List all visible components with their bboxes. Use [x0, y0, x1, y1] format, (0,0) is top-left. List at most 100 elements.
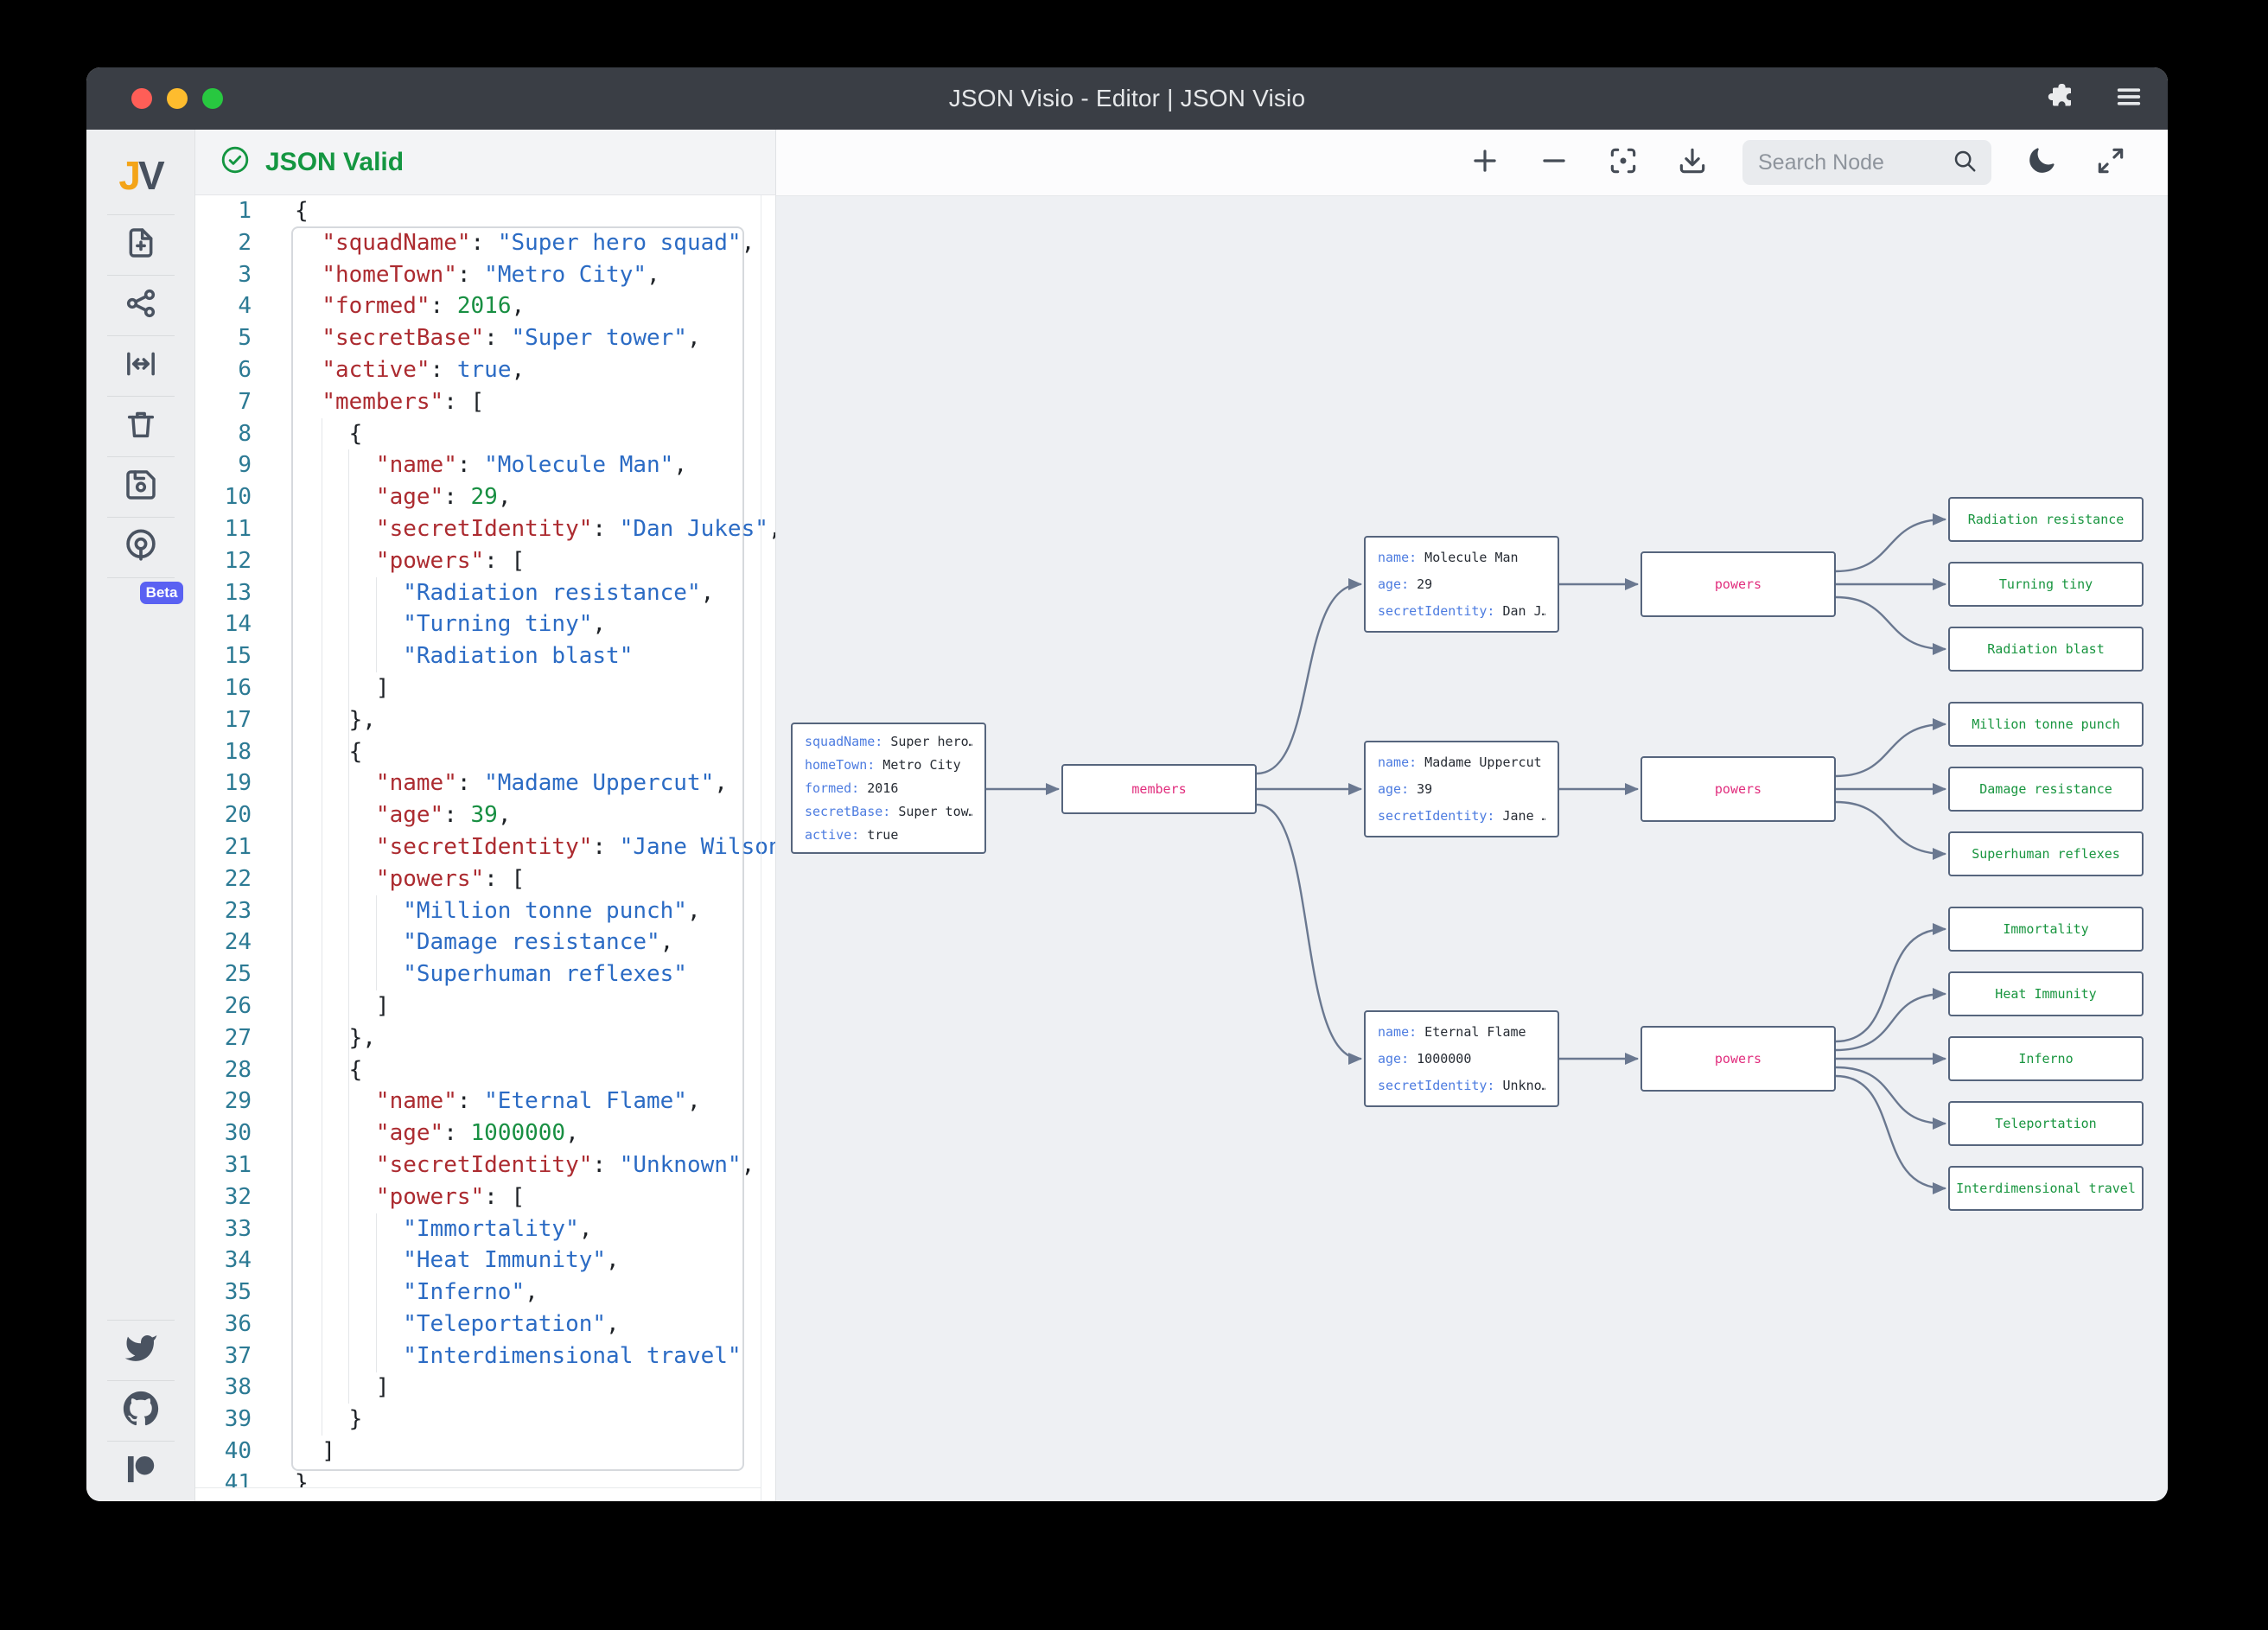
- power-leaf-node[interactable]: Heat Immunity: [1948, 971, 2144, 1016]
- save-icon: [124, 468, 158, 506]
- search-node-box: [1742, 140, 1991, 185]
- download-image-button[interactable]: [1673, 143, 1711, 181]
- code-line: }: [295, 1406, 363, 1433]
- code-line: "Turning tiny",: [403, 611, 607, 638]
- powers-node[interactable]: powers: [1640, 1026, 1836, 1092]
- code-line: "secretIdentity": "Dan Jukes",: [375, 515, 775, 542]
- save-button[interactable]: [86, 457, 194, 517]
- patreon-icon: [124, 1453, 157, 1490]
- code-line: {: [295, 1056, 363, 1083]
- power-leaf-node[interactable]: Immortality: [1948, 907, 2144, 952]
- canvas-toolbar: [776, 130, 2168, 196]
- divider: [106, 456, 175, 457]
- github-link[interactable]: [86, 1381, 194, 1441]
- extension-icon[interactable]: [2045, 81, 2076, 117]
- graph-canvas[interactable]: squadName: Super hero…homeTown: Metro Ci…: [776, 196, 2168, 1501]
- code-line: "Damage resistance",: [403, 929, 674, 956]
- code-line: "name": "Eternal Flame",: [375, 1088, 701, 1115]
- traffic-lights: [131, 67, 223, 130]
- code-line: "homeTown": "Metro City",: [322, 261, 660, 288]
- code-line: "Radiation blast": [403, 643, 634, 670]
- power-leaf-node[interactable]: Teleportation: [1948, 1101, 2144, 1146]
- code-line: "Inferno",: [403, 1279, 538, 1306]
- code-line: "Interdimensional travel": [403, 1342, 742, 1369]
- download-icon: [1676, 144, 1709, 181]
- graph-view-button[interactable]: [86, 276, 194, 335]
- widget-beta-button[interactable]: [86, 518, 194, 577]
- power-leaf-node[interactable]: Damage resistance: [1948, 767, 2144, 812]
- patreon-link[interactable]: [86, 1442, 194, 1501]
- code-line: "secretBase": "Super tower",: [322, 325, 701, 352]
- zoom-window-button[interactable]: [202, 88, 223, 109]
- close-window-button[interactable]: [131, 88, 152, 109]
- code-line: "Heat Immunity",: [403, 1247, 620, 1274]
- code-line: "members": [: [322, 388, 485, 415]
- editor-hscrollbar[interactable]: [195, 1487, 761, 1501]
- code-line: "Superhuman reflexes": [403, 961, 687, 988]
- canvas-panel: squadName: Super hero…homeTown: Metro Ci…: [776, 130, 2168, 1501]
- center-focus-button[interactable]: [1604, 143, 1642, 181]
- trash-icon: [124, 407, 158, 446]
- center-focus-icon: [1607, 144, 1640, 181]
- dark-mode-button[interactable]: [2023, 143, 2061, 181]
- power-leaf-node[interactable]: Interdimensional travel: [1948, 1166, 2144, 1211]
- powers-node[interactable]: powers: [1640, 756, 1836, 822]
- app-logo[interactable]: JV: [118, 153, 164, 198]
- fit-width-button[interactable]: [86, 336, 194, 396]
- new-document-button[interactable]: [86, 215, 194, 275]
- code-line: "Teleportation",: [403, 1310, 620, 1337]
- twitter-icon: [124, 1331, 158, 1370]
- code-line: "Million tonne punch",: [403, 897, 701, 924]
- graph-icon: [124, 286, 158, 325]
- divider: [106, 577, 175, 578]
- divider: [106, 1441, 175, 1442]
- power-leaf-node[interactable]: Radiation blast: [1948, 627, 2144, 672]
- minimize-window-button[interactable]: [167, 88, 188, 109]
- editor-code: { "squadName": "Super hero squad", "home…: [295, 195, 775, 1499]
- code-line: "squadName": "Super hero squad",: [322, 229, 755, 256]
- sidebar: JV Beta: [86, 130, 195, 1501]
- zoom-in-button[interactable]: [1466, 143, 1504, 181]
- root-node[interactable]: squadName: Super hero…homeTown: Metro Ci…: [791, 723, 986, 854]
- power-leaf-node[interactable]: Inferno: [1948, 1036, 2144, 1081]
- fullscreen-button[interactable]: [2092, 143, 2130, 181]
- code-line: "powers": [: [375, 547, 526, 574]
- code-line: "age": 1000000,: [375, 1120, 579, 1147]
- code-line: "age": 39,: [375, 802, 512, 829]
- code-line: "age": 29,: [375, 484, 512, 511]
- zoom-out-icon: [1538, 144, 1570, 181]
- twitter-link[interactable]: [86, 1321, 194, 1380]
- zoom-out-button[interactable]: [1535, 143, 1573, 181]
- code-line: {: [295, 738, 363, 765]
- beta-badge: Beta: [140, 582, 183, 604]
- menu-icon[interactable]: [2114, 82, 2144, 116]
- divider: [106, 1380, 175, 1381]
- power-leaf-node[interactable]: Superhuman reflexes: [1948, 831, 2144, 876]
- graph-edges: [984, 513, 1946, 1194]
- editor-statusbar: JSON Valid: [195, 130, 776, 195]
- power-leaf-node[interactable]: Turning tiny: [1948, 562, 2144, 607]
- divider: [106, 275, 175, 276]
- zoom-in-icon: [1468, 144, 1501, 181]
- divider: [106, 214, 175, 215]
- clear-button[interactable]: [86, 397, 194, 456]
- power-leaf-node[interactable]: Million tonne punch: [1948, 702, 2144, 747]
- code-line: "powers": [: [375, 1183, 526, 1210]
- code-line: "secretIdentity": "Unknown",: [375, 1151, 755, 1178]
- search-icon: [1952, 148, 1978, 178]
- code-line: "formed": 2016,: [322, 293, 526, 320]
- code-line: {: [295, 420, 363, 447]
- code-line: "powers": [: [375, 865, 526, 892]
- divider: [106, 335, 175, 336]
- powers-node[interactable]: powers: [1640, 551, 1836, 617]
- power-leaf-node[interactable]: Radiation resistance: [1948, 497, 2144, 542]
- github-icon: [123, 1391, 159, 1431]
- search-node-input[interactable]: [1756, 149, 1943, 176]
- members-node[interactable]: members: [1061, 764, 1257, 814]
